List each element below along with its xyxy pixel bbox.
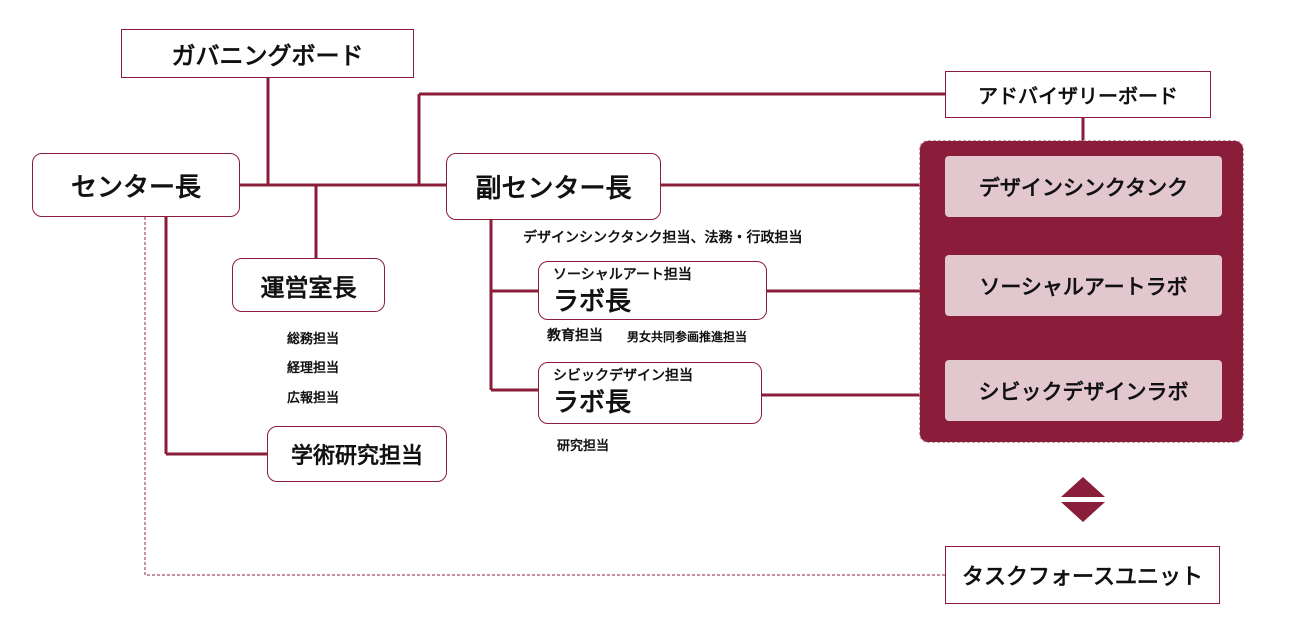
- civic-design-duty-research: 研究担当: [557, 439, 610, 454]
- social-art-lab-box: ソーシャルアートラボ: [945, 255, 1222, 316]
- deputy-director-label: 副センター長: [475, 174, 632, 204]
- social-art-lab-head-title: ラボ長: [553, 287, 632, 317]
- deputy-director-box: 副センター長: [446, 153, 661, 220]
- task-force-unit-box: タスクフォースユニット: [945, 546, 1220, 604]
- social-art-lab-head-box: ソーシャルアート担当 ラボ長: [538, 261, 767, 320]
- academic-research-box: 学術研究担当: [267, 426, 447, 482]
- social-art-lab-head-role: ソーシャルアート担当: [553, 267, 692, 283]
- double-triangle-diamond-icon: [1061, 477, 1105, 522]
- design-think-tank-label: デザインシンクタンク: [978, 175, 1189, 200]
- center-director-box: センター長: [32, 153, 240, 217]
- operations-duty-pr: 広報担当: [287, 391, 340, 406]
- center-director-label: センター長: [70, 172, 201, 203]
- social-art-lab-label: ソーシャルアートラボ: [979, 274, 1188, 299]
- task-force-unit-label: タスクフォースユニット: [962, 565, 1203, 590]
- design-think-tank-box: デザインシンクタンク: [945, 156, 1222, 217]
- civic-design-lab-label: シビックデザインラボ: [978, 379, 1189, 404]
- civic-design-lab-head-box: シビックデザイン担当 ラボ長: [538, 362, 762, 424]
- operations-duty-accounting: 経理担当: [287, 361, 340, 376]
- operations-director-box: 運営室長: [232, 258, 385, 312]
- advisory-board-label: アドバイザリーボード: [978, 84, 1178, 108]
- academic-research-label: 学術研究担当: [290, 444, 423, 469]
- civic-design-lab-head-title: ラボ長: [553, 388, 632, 418]
- operations-duty-general-affairs: 総務担当: [287, 332, 340, 347]
- civic-design-lab-box: シビックデザインラボ: [945, 360, 1222, 421]
- governing-board-box: ガバニングボード: [121, 29, 414, 78]
- operations-director-label: 運営室長: [260, 273, 357, 302]
- advisory-board-box: アドバイザリーボード: [945, 71, 1211, 118]
- civic-design-lab-head-role: シビックデザイン担当: [553, 368, 693, 384]
- deputy-duties-note: デザインシンクタンク担当、法務・行政担当: [523, 230, 803, 246]
- social-art-duty-gender-equality: 男女共同参画推進担当: [627, 330, 748, 344]
- governing-board-label: ガバニングボード: [171, 42, 364, 70]
- social-art-duty-education: 教育担当: [547, 328, 603, 344]
